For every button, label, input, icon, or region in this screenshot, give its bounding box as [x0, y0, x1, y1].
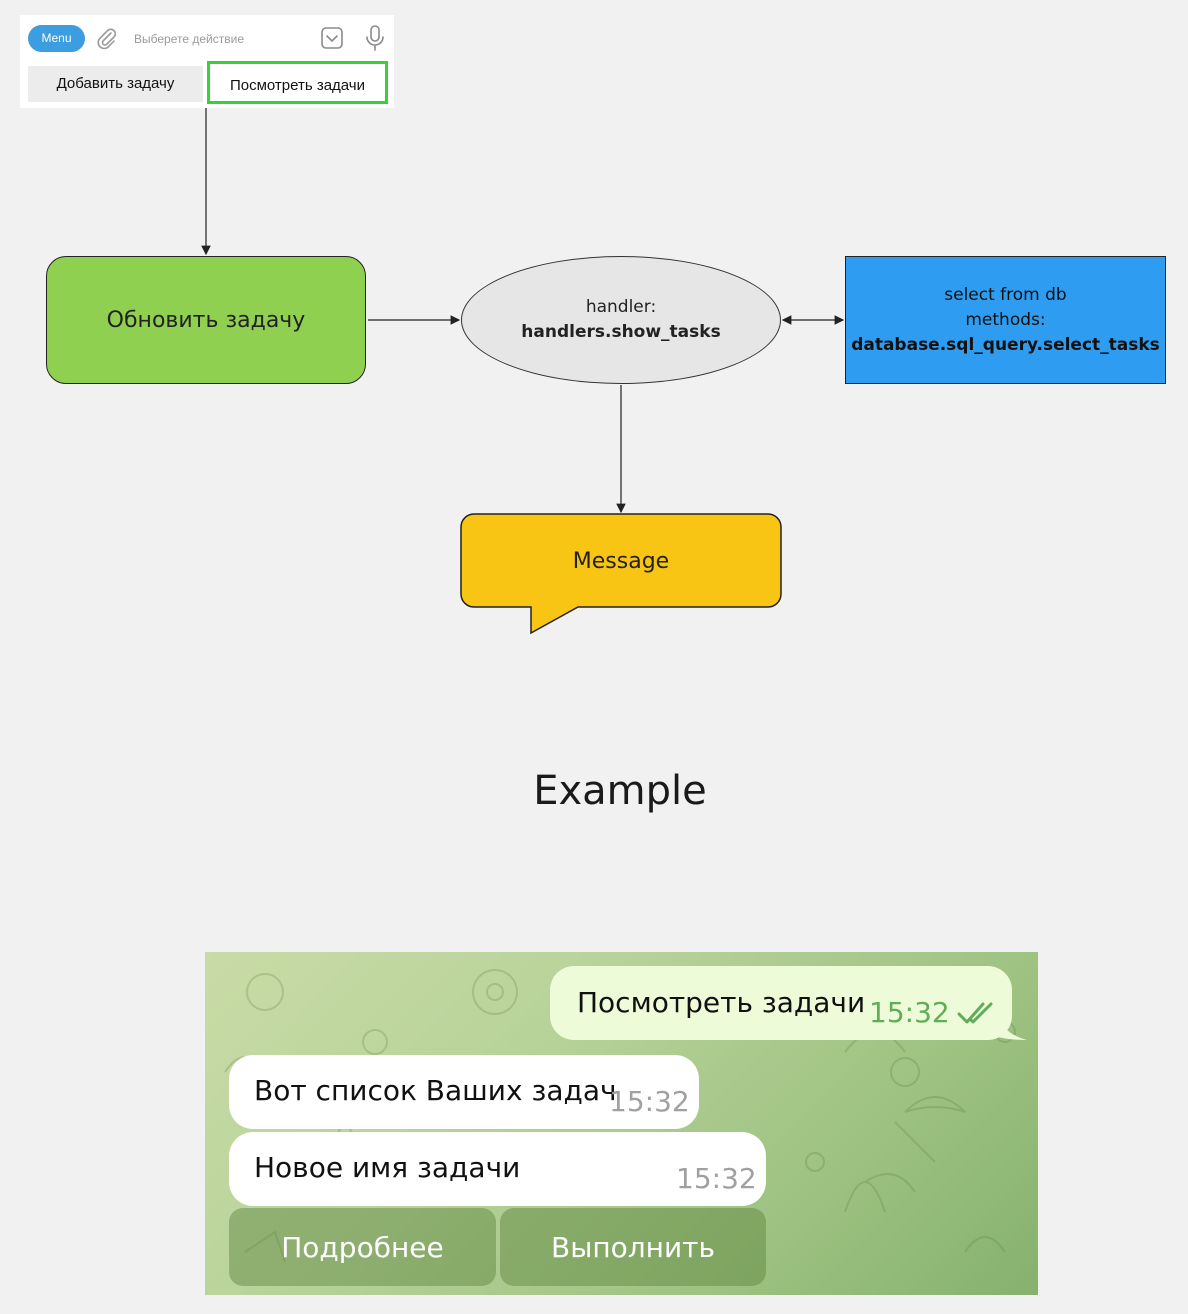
incoming-message-bubble: [229, 1132, 766, 1206]
menu-button[interactable]: Menu: [28, 25, 85, 52]
incoming-message-time: 15:32: [609, 1085, 690, 1118]
db-method: database.sql_query.select_tasks: [851, 334, 1160, 355]
handler-node: handler: handlers.show_tasks: [461, 256, 781, 384]
handler-prefix: handler:: [585, 297, 657, 317]
keyboard-toggle-icon[interactable]: [320, 26, 344, 50]
outgoing-bubble-tail: [995, 1012, 1027, 1040]
diagram-arrows: [201, 108, 845, 514]
add-task-button[interactable]: Добавить задачу: [28, 66, 203, 102]
view-tasks-button[interactable]: Посмотреть задачи: [207, 61, 388, 104]
microphone-icon[interactable]: [364, 24, 386, 52]
example-heading: Example: [533, 768, 707, 814]
incoming-message-bubble: [229, 1055, 699, 1129]
message-node-label: Message: [572, 548, 670, 574]
outgoing-message-bubble: [550, 966, 1012, 1040]
outgoing-message-text: Посмотреть задачи: [577, 986, 866, 1019]
details-inline-button[interactable]: Подробнее: [229, 1208, 496, 1286]
incoming-message-text: Новое имя задачи: [254, 1151, 521, 1184]
db-line2: methods:: [965, 309, 1046, 330]
update-task-node: Обновить задачу: [46, 256, 366, 384]
outgoing-message-time: 15:32: [869, 996, 950, 1029]
message-callout-shape: [460, 513, 782, 635]
incoming-message-text: Вот список Ваших задач: [254, 1074, 617, 1107]
incoming-message-time: 15:32: [676, 1162, 757, 1195]
chat-example: Посмотреть задачи 15:32 Вот список Ваших…: [205, 952, 1038, 1295]
paperclip-icon[interactable]: [95, 27, 119, 51]
double-check-icon: [957, 1002, 993, 1024]
handler-name: handlers.show_tasks: [521, 322, 721, 342]
complete-inline-button[interactable]: Выполнить: [500, 1208, 766, 1286]
db-node: select from db methods: database.sql_que…: [845, 256, 1166, 384]
action-input[interactable]: [130, 27, 314, 51]
db-line1: select from db: [944, 284, 1067, 305]
